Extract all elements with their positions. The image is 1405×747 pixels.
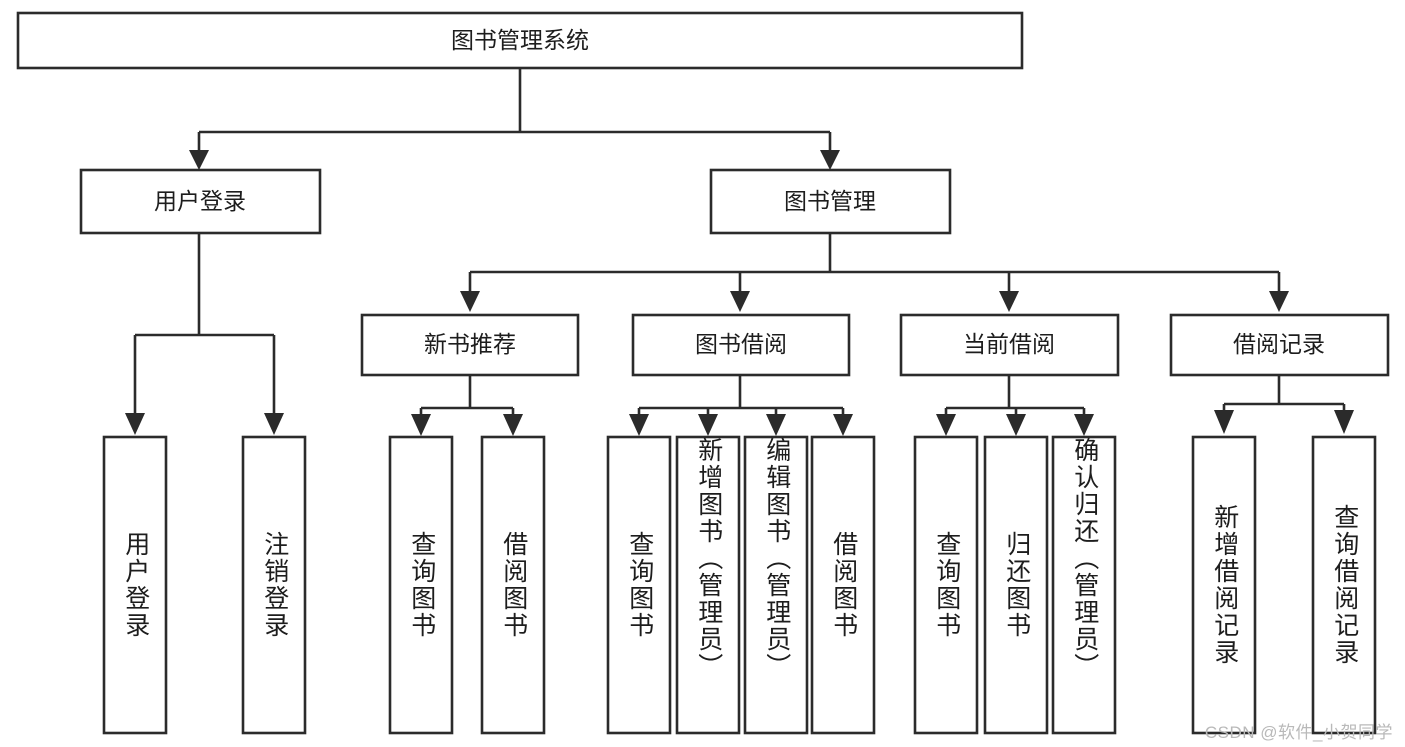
leaf-boxes-current-borrow bbox=[913, 435, 1117, 735]
arrow-head-icon bbox=[1269, 291, 1289, 312]
leaf-box-query-book-3[interactable] bbox=[913, 435, 979, 735]
node-new-book-recommend-label: 新书推荐 bbox=[424, 331, 516, 357]
arrow-head-icon bbox=[264, 413, 284, 435]
arrow-head-icon bbox=[629, 414, 649, 436]
arrow-head-icon bbox=[189, 150, 209, 170]
leaf-boxes-borrow-record bbox=[1191, 435, 1377, 735]
arrow-head-icon bbox=[1074, 414, 1094, 436]
node-book-borrow-box[interactable] bbox=[631, 313, 851, 377]
leaf-boxes-user-login bbox=[102, 435, 307, 735]
connector-user-login-to-leaves bbox=[125, 233, 284, 435]
leaf-box-add-borrow-record[interactable] bbox=[1191, 435, 1257, 735]
node-root-box[interactable] bbox=[16, 11, 1024, 70]
node-borrow-record-box[interactable] bbox=[1169, 313, 1390, 377]
leaf-box-edit-book-admin[interactable] bbox=[743, 435, 809, 735]
node-current-borrow-label: 当前借阅 bbox=[963, 331, 1055, 357]
node-user-login-box[interactable] bbox=[79, 168, 322, 235]
arrow-head-icon bbox=[833, 414, 853, 436]
connector-borrow-record-to-leaves bbox=[1214, 375, 1354, 434]
leaf-box-return-book[interactable] bbox=[983, 435, 1049, 735]
node-current-borrow-box[interactable] bbox=[899, 313, 1120, 377]
node-user-login[interactable]: 用户登录 bbox=[79, 168, 322, 235]
leaf-box-query-borrow-record[interactable] bbox=[1311, 435, 1377, 735]
arrow-head-icon bbox=[820, 150, 840, 170]
node-current-borrow[interactable]: 当前借阅 bbox=[899, 313, 1120, 377]
leaf-boxes-book-borrow bbox=[606, 435, 876, 735]
arrow-head-icon bbox=[125, 413, 145, 435]
connector-new-book-to-leaves bbox=[411, 375, 523, 436]
arrow-head-icon bbox=[503, 414, 523, 436]
node-book-borrow[interactable]: 图书借阅 bbox=[631, 313, 851, 377]
leaf-box-borrow-book-2[interactable] bbox=[810, 435, 876, 735]
arrow-head-icon bbox=[1334, 410, 1354, 434]
arrow-head-icon bbox=[698, 414, 718, 436]
node-book-management[interactable]: 图书管理 bbox=[709, 168, 952, 235]
connector-current-borrow-to-leaves bbox=[936, 375, 1094, 436]
node-book-borrow-label: 图书借阅 bbox=[695, 331, 787, 357]
node-borrow-record[interactable]: 借阅记录 bbox=[1169, 313, 1390, 377]
node-book-management-box[interactable] bbox=[709, 168, 952, 235]
watermark: CSDN @软件_小贺同学 bbox=[1204, 723, 1393, 742]
node-user-login-label: 用户登录 bbox=[154, 188, 246, 214]
arrow-head-icon bbox=[936, 414, 956, 436]
leaf-box-query-book-1[interactable] bbox=[388, 435, 454, 735]
leaf-box-add-book-admin[interactable] bbox=[675, 435, 741, 735]
leaf-box-confirm-return-admin[interactable] bbox=[1051, 435, 1117, 735]
arrow-head-icon bbox=[460, 291, 480, 312]
arrow-head-icon bbox=[411, 414, 431, 436]
connector-book-management-to-level3 bbox=[460, 233, 1289, 312]
arrow-head-icon bbox=[999, 291, 1019, 312]
leaf-box-logout-login[interactable] bbox=[241, 435, 307, 735]
node-new-book-recommend-box[interactable] bbox=[360, 313, 580, 377]
leaf-box-query-book-2[interactable] bbox=[606, 435, 672, 735]
arrow-head-icon bbox=[1006, 414, 1026, 436]
node-new-book-recommend[interactable]: 新书推荐 bbox=[360, 313, 580, 377]
node-root-book-management-system[interactable]: 图书管理系统 bbox=[16, 11, 1024, 70]
leaf-box-borrow-book-1[interactable] bbox=[480, 435, 546, 735]
node-borrow-record-label: 借阅记录 bbox=[1233, 331, 1325, 357]
node-book-management-label: 图书管理 bbox=[784, 188, 876, 214]
arrow-head-icon bbox=[766, 414, 786, 436]
connector-root-to-level2 bbox=[189, 68, 840, 170]
leaf-box-user-login[interactable] bbox=[102, 435, 168, 735]
node-root-label: 图书管理系统 bbox=[451, 27, 589, 53]
arrow-head-icon bbox=[1214, 410, 1234, 434]
leaf-boxes-new-book-recommend bbox=[388, 435, 546, 735]
arrow-head-icon bbox=[730, 291, 750, 312]
connector-book-borrow-to-leaves bbox=[629, 375, 853, 436]
